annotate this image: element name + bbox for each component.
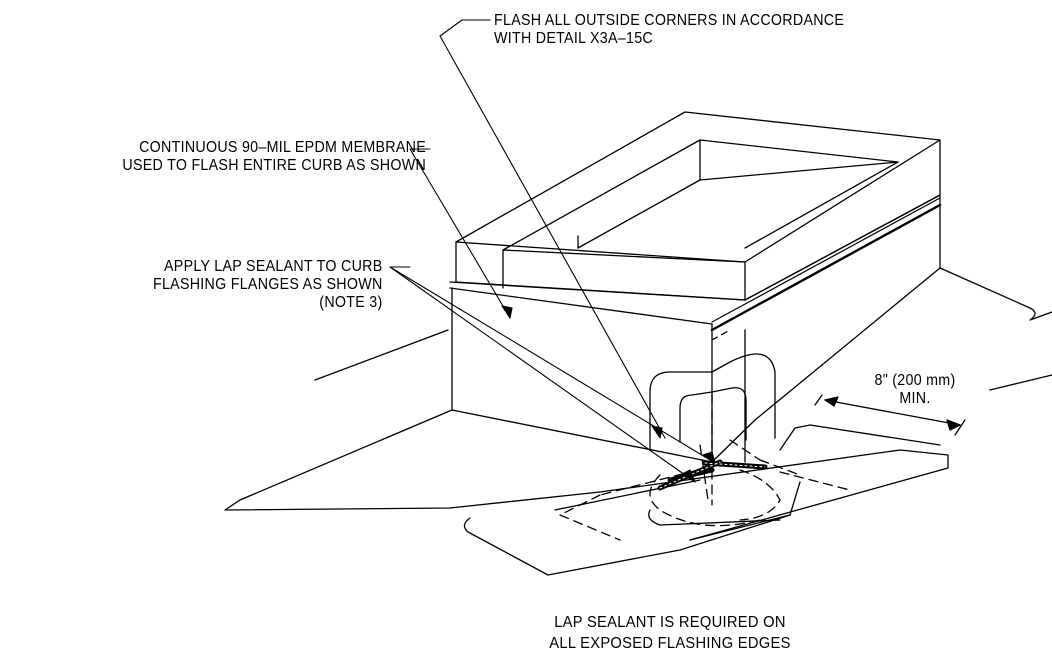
note-line: APPLY LAP SEALANT TO CURB [164, 258, 383, 275]
note-line: ALL EXPOSED FLASHING EDGES [549, 635, 791, 652]
min-dimension-indicator [815, 395, 965, 435]
note-flash-outside-corners: FLASH ALL OUTSIDE CORNERS IN ACCORDANCE … [494, 12, 844, 48]
note-line: USED TO FLASH ENTIRE CURB AS SHOWN [122, 157, 426, 174]
note-line: LAP SEALANT IS REQUIRED ON [554, 614, 786, 631]
roof-membrane-sheet [225, 268, 1052, 510]
note-line: WITH DETAIL X3A–15C [494, 30, 653, 47]
dimension-value: 8" (200 mm) [874, 372, 956, 389]
bottom-flashing-sheets [464, 425, 948, 575]
curb-side-walls [450, 195, 940, 462]
note-line: FLASHING FLANGES AS SHOWN [153, 276, 383, 293]
dimension-label: 8" (200 mm) MIN. [864, 372, 965, 408]
note-continuous-epdm-membrane: CONTINUOUS 90–MIL EPDM MEMBRANE USED TO … [122, 139, 426, 175]
dimension-qualifier: MIN. [899, 390, 931, 407]
note-line: FLASH ALL OUTSIDE CORNERS IN ACCORDANCE [494, 12, 845, 29]
note-line: CONTINUOUS 90–MIL EPDM MEMBRANE [139, 139, 427, 156]
note-apply-lap-sealant: APPLY LAP SEALANT TO CURB FLASHING FLANG… [153, 258, 383, 312]
leader-lines [390, 20, 715, 482]
lap-sealant-hatch [660, 462, 765, 488]
note-lap-sealant-required: LAP SEALANT IS REQUIRED ON ALL EXPOSED F… [532, 612, 808, 654]
corner-flashing-patches [650, 330, 775, 450]
curb-top-cap [456, 112, 940, 300]
note-line: (NOTE 3) [319, 294, 383, 311]
